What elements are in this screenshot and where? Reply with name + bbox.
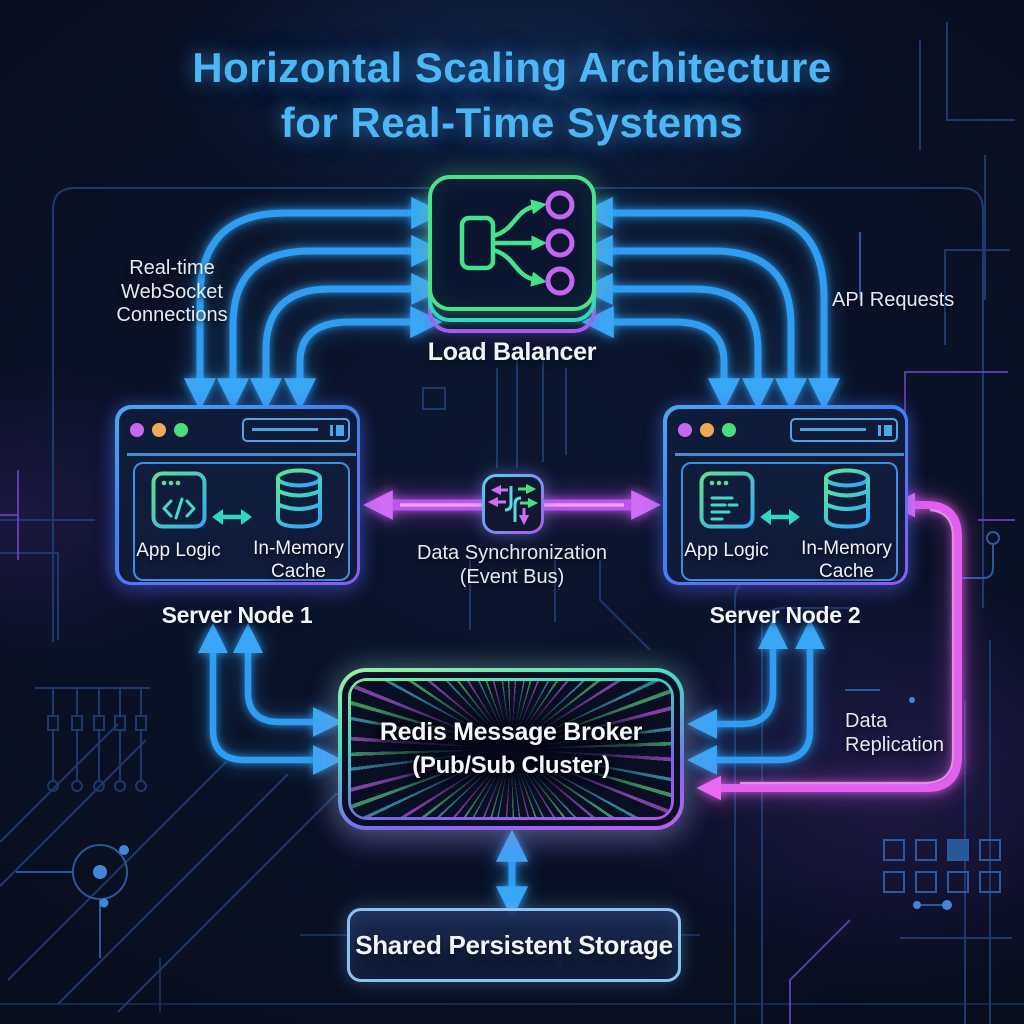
load-balancer-box xyxy=(428,175,596,311)
server-node-1-label: Server Node 1 xyxy=(161,602,313,628)
window-divider xyxy=(126,452,356,456)
app-logic-label: App Logic xyxy=(684,539,769,561)
cache-label-line1: In-Memory xyxy=(253,537,344,559)
title-line-2: for Real-Time Systems xyxy=(280,99,744,146)
cache-label: In-Memory Cache xyxy=(792,537,902,583)
replication-arrow xyxy=(696,492,962,801)
starburst-shade xyxy=(351,681,671,817)
window-dot-green xyxy=(173,422,188,437)
broker-label-line2: (Pub/Sub Cluster) xyxy=(412,752,610,779)
server-node-1-window-body: App Logic In-Memory Cache xyxy=(118,408,357,583)
app-logic-label: App Logic xyxy=(136,539,221,561)
event-bus-icon xyxy=(482,474,544,534)
window-dot-orange xyxy=(699,422,714,437)
bidirectional-arrow-icon xyxy=(759,508,800,525)
api-requests-annotation: API Requests xyxy=(832,289,955,311)
database-icon xyxy=(275,468,322,529)
address-bar-separator xyxy=(877,424,881,436)
websocket-arrows xyxy=(183,196,444,411)
websocket-annotation: Real-time WebSocket Connections xyxy=(72,257,272,328)
title-line-1: Horizontal Scaling Architecture xyxy=(192,44,832,91)
page-title: Horizontal Scaling Architecture for Real… xyxy=(0,40,1024,150)
event-bus-icon-body xyxy=(485,477,541,531)
server-node-1-window: App Logic In-Memory Cache xyxy=(115,405,360,585)
address-bar-button xyxy=(883,424,892,436)
broker-label-line1: Redis Message Broker xyxy=(379,718,643,746)
websocket-annotation-line2: WebSocket xyxy=(121,280,223,303)
database-icon xyxy=(823,468,870,529)
data-replication-line2: Replication xyxy=(845,733,944,756)
node1-broker-arrows xyxy=(198,623,343,775)
address-bar-button xyxy=(335,424,344,436)
window-dot-purple xyxy=(129,422,144,437)
message-broker-core: Redis Message Broker (Pub/Sub Cluster) xyxy=(351,681,671,817)
cache-label-line1: In-Memory xyxy=(801,537,892,559)
message-broker-box: Redis Message Broker (Pub/Sub Cluster) xyxy=(338,668,684,830)
address-bar-separator xyxy=(329,424,333,436)
data-sync-annotation: Data Synchronization (Event Bus) xyxy=(362,542,662,589)
message-broker-inner-ring: Redis Message Broker (Pub/Sub Cluster) xyxy=(348,678,674,820)
server-node-2-window-body: App Logic In-Memory Cache xyxy=(666,408,905,583)
storage-label: Shared Persistent Storage xyxy=(355,929,673,960)
swap-arrows-glyph xyxy=(487,483,539,526)
bidirectional-arrow-icon xyxy=(211,508,252,525)
websocket-annotation-line3: Connections xyxy=(116,304,228,326)
window-dot-green xyxy=(721,422,736,437)
message-broker-mid-ring: Redis Message Broker (Pub/Sub Cluster) xyxy=(342,672,680,826)
websocket-annotation-line1: Real-time xyxy=(129,257,215,279)
window-dot-purple xyxy=(677,422,692,437)
address-bar xyxy=(789,417,898,442)
data-replication-line1: Data xyxy=(845,710,888,732)
data-sync-line1: Data Synchronization xyxy=(416,542,608,564)
cache-label-line2: Cache xyxy=(819,560,874,582)
api-arrows xyxy=(580,196,841,411)
data-replication-annotation: Data Replication xyxy=(845,710,944,757)
server-node-2-label: Server Node 2 xyxy=(709,602,861,628)
circuit-traces-purple xyxy=(0,371,1015,1024)
cache-label-line2: Cache xyxy=(271,560,326,582)
server-node-2-window: App Logic In-Memory Cache xyxy=(663,405,908,585)
address-bar-text-line xyxy=(251,427,318,431)
storage-box: Shared Persistent Storage xyxy=(347,908,681,982)
address-bar xyxy=(241,417,350,442)
data-sync-line2: (Event Bus) xyxy=(459,565,565,588)
window-divider xyxy=(674,452,904,456)
node2-broker-arrows xyxy=(687,619,825,775)
code-icon xyxy=(151,471,206,528)
code-lines-icon xyxy=(699,471,754,528)
load-balancer-icon xyxy=(459,190,575,296)
cache-label: In-Memory Cache xyxy=(244,537,354,583)
window-dot-orange xyxy=(151,422,166,437)
address-bar-text-line xyxy=(799,427,866,431)
load-balancer-label: Load Balancer xyxy=(427,338,597,366)
